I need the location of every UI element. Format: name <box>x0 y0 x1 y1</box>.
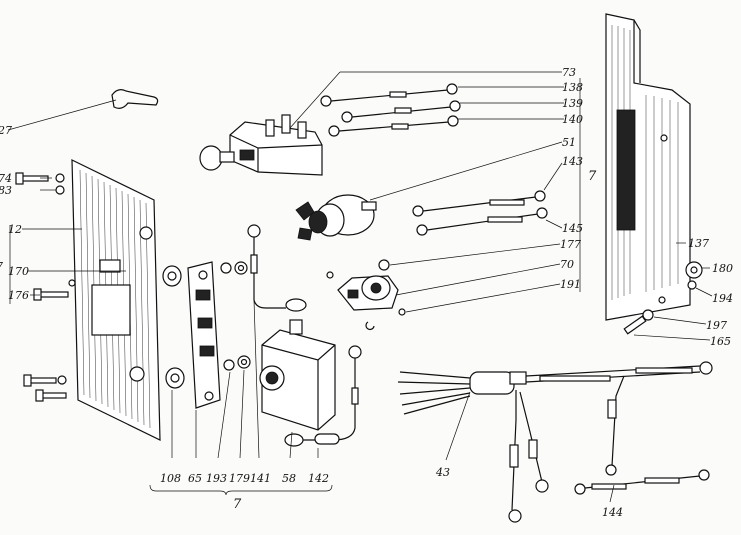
rod-144 <box>574 469 710 495</box>
label-142: 142 <box>308 472 329 485</box>
bracket-137 <box>605 13 691 321</box>
label-74: 74 <box>0 172 12 185</box>
label-70: 70 <box>560 258 574 271</box>
washer-197 <box>642 309 654 321</box>
switch-block <box>229 114 323 176</box>
label-108: 108 <box>160 472 181 485</box>
nut-180 <box>685 261 703 279</box>
screw-83 <box>55 185 65 195</box>
label-27: 27 <box>0 124 12 137</box>
label-7-bottom: 7 <box>233 497 242 512</box>
washer-193 <box>220 262 235 371</box>
leader-lines <box>7 71 713 503</box>
label-139: 139 <box>562 97 583 110</box>
label-65: 65 <box>188 472 202 485</box>
label-7-right: 7 <box>588 169 597 184</box>
label-43: 43 <box>435 466 450 479</box>
screws-bottom-left <box>23 374 67 402</box>
ignition-switch-51 <box>295 194 377 241</box>
label-176: 176 <box>8 289 29 302</box>
label-141: 141 <box>250 472 271 485</box>
socket-70 <box>337 275 399 311</box>
label-140: 140 <box>562 113 583 126</box>
screw-176 <box>33 279 76 301</box>
label-191: 191 <box>560 278 581 291</box>
lever-handle-27 <box>111 89 159 109</box>
label-197: 197 <box>706 319 727 332</box>
label-73: 73 <box>562 66 576 79</box>
label-179: 179 <box>229 472 250 485</box>
label-51: 51 <box>562 136 576 149</box>
wire-141 <box>247 224 307 312</box>
rod-139 <box>341 100 461 123</box>
wire-142 <box>284 345 362 447</box>
label-137: 137 <box>688 237 709 250</box>
label-177: 177 <box>560 238 581 251</box>
washer-191 <box>365 308 406 330</box>
nut-108 <box>162 265 185 389</box>
label-194: 194 <box>712 292 733 305</box>
nut-177 <box>326 259 390 279</box>
rod-145 <box>416 207 548 236</box>
label-143: 143 <box>562 155 583 168</box>
label-7-left: 7 <box>0 260 3 273</box>
part-labels: 27 74 83 12 7 170 176 73 138 139 140 51 … <box>0 66 733 519</box>
label-145: 145 <box>562 222 583 235</box>
washer-179 <box>234 261 251 369</box>
rod-143 <box>412 190 546 217</box>
wiring-harness-43 <box>397 361 713 523</box>
label-180: 180 <box>712 262 733 275</box>
label-165: 165 <box>710 335 731 348</box>
label-58: 58 <box>282 472 296 485</box>
switch-box-58 <box>259 319 336 431</box>
label-170: 170 <box>8 265 29 278</box>
rod-140 <box>328 115 459 137</box>
control-panel-plate <box>71 159 161 441</box>
label-193: 193 <box>206 472 227 485</box>
label-138: 138 <box>562 81 583 94</box>
screw-74 <box>15 172 65 185</box>
label-144: 144 <box>602 506 623 519</box>
label-83: 83 <box>0 184 12 197</box>
label-12: 12 <box>8 223 22 236</box>
pull-knob <box>199 145 235 171</box>
terminal-strip-65 <box>187 261 221 409</box>
washer-194 <box>687 280 697 290</box>
bolt-165 <box>623 315 647 335</box>
rod-138 <box>320 83 458 107</box>
